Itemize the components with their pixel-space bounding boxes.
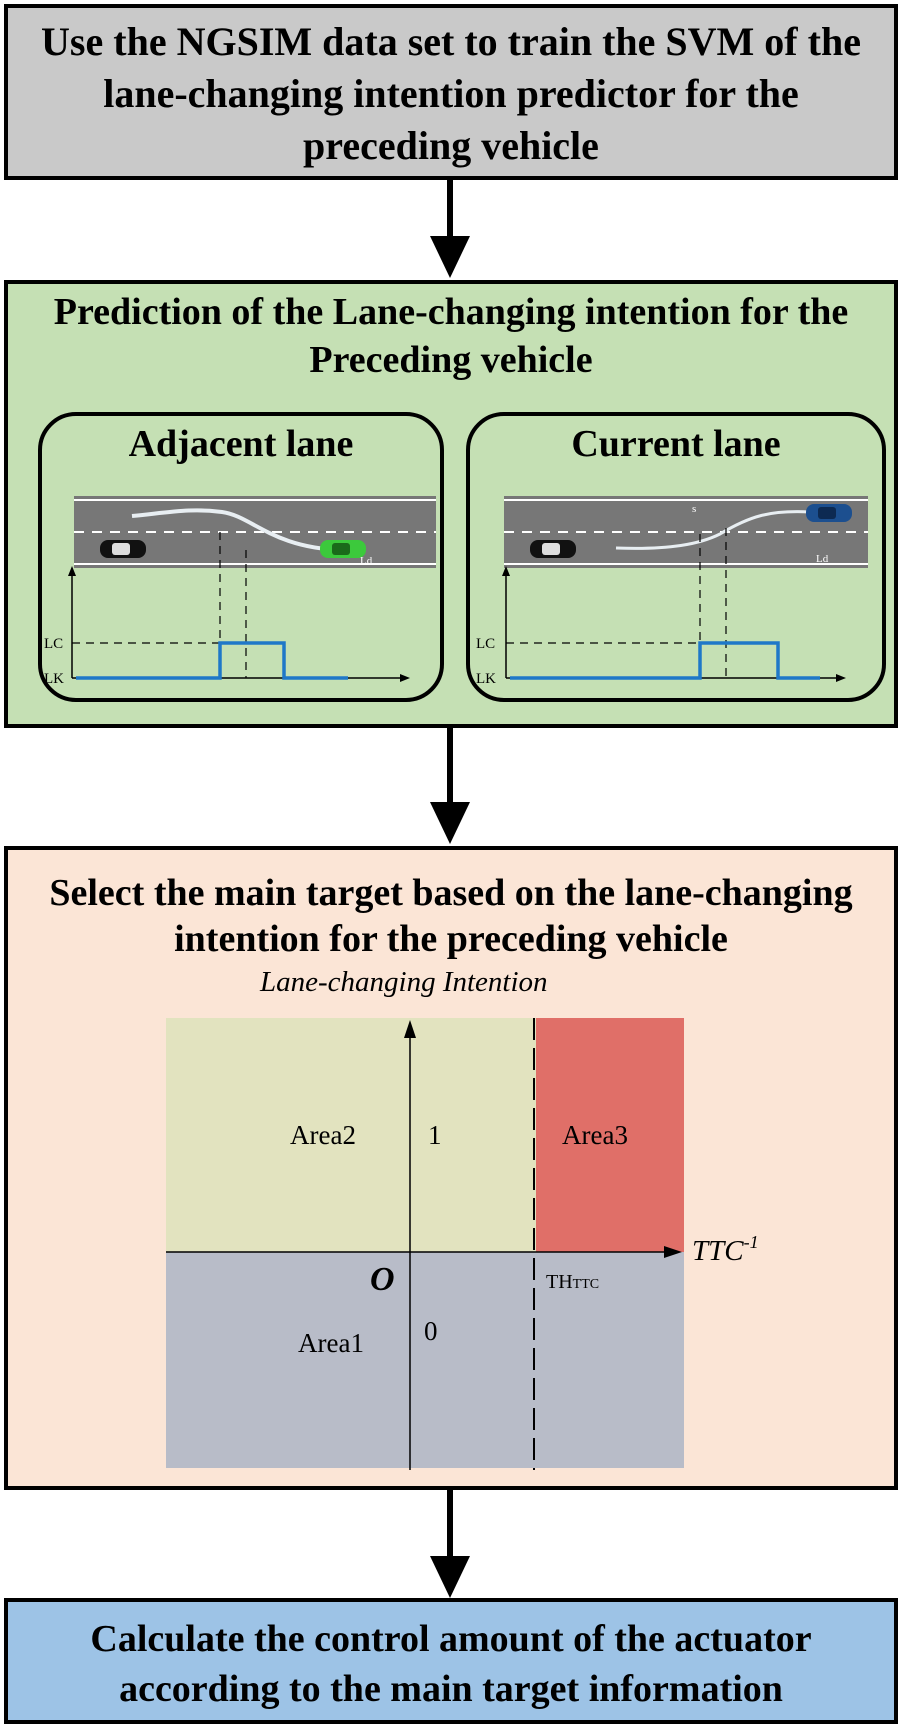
arrow-3	[430, 1490, 470, 1598]
y-axis-label: Lane-changing Intention	[260, 966, 548, 998]
area2-label: Area2	[290, 1120, 356, 1150]
area2-region	[166, 1018, 536, 1252]
current-lane-panel: Current lane s Ld LC	[466, 412, 886, 702]
step2-box: Prediction of the Lane-changing intentio…	[4, 280, 898, 728]
step2-title: Prediction of the Lane-changing intentio…	[53, 291, 849, 381]
lk-label: LK	[476, 671, 496, 687]
area1-region	[166, 1252, 684, 1468]
area3-label: Area3	[562, 1120, 628, 1150]
adjacent-lane-title: Adjacent lane	[128, 423, 354, 465]
step4-text: Calculate the control amount of the actu…	[90, 1618, 812, 1710]
lk-label: LK	[44, 671, 64, 687]
x-axis-label: TTC-1	[692, 1232, 759, 1267]
road-label-top: s	[692, 503, 696, 515]
arrow-1	[430, 180, 470, 278]
origin-label: O	[370, 1261, 395, 1298]
arrow-2	[430, 728, 470, 844]
step1-text: Use the NGSIM data set to train the SVM …	[41, 19, 861, 168]
step4-box: Calculate the control amount of the actu…	[4, 1598, 898, 1724]
preceding-car-icon	[806, 504, 852, 522]
step3-title: Select the main target based on the lane…	[49, 872, 853, 960]
intention-signal	[510, 641, 820, 680]
target-selection-chart: Area2 Area3 Area1 1 0 O THTTC TTC-1	[166, 1018, 759, 1470]
adjacent-lane-panel: Adjacent lane Ld	[38, 412, 444, 702]
area3-region	[536, 1018, 684, 1252]
value-one-label: 1	[428, 1120, 442, 1150]
road-label: Ld	[816, 553, 829, 565]
preceding-car-icon	[320, 540, 366, 558]
adjacent-lane-figure: Ld LC LK	[44, 496, 436, 687]
current-lane-title: Current lane	[571, 423, 781, 465]
trajectory-path	[131, 508, 343, 552]
value-zero-label: 0	[424, 1316, 438, 1346]
current-lane-figure: s Ld LC LK	[476, 496, 868, 687]
step3-box: Select the main target based on the lane…	[4, 846, 898, 1490]
host-car-icon	[530, 540, 576, 558]
lc-label: LC	[476, 636, 495, 652]
trajectory-path	[615, 510, 811, 550]
step1-box: Use the NGSIM data set to train the SVM …	[4, 4, 898, 180]
area1-label: Area1	[298, 1328, 364, 1358]
host-car-icon	[100, 540, 146, 558]
intention-signal	[76, 641, 348, 680]
lc-label: LC	[44, 636, 63, 652]
threshold-label: THTTC	[546, 1271, 599, 1293]
road-label: Ld	[360, 555, 373, 567]
